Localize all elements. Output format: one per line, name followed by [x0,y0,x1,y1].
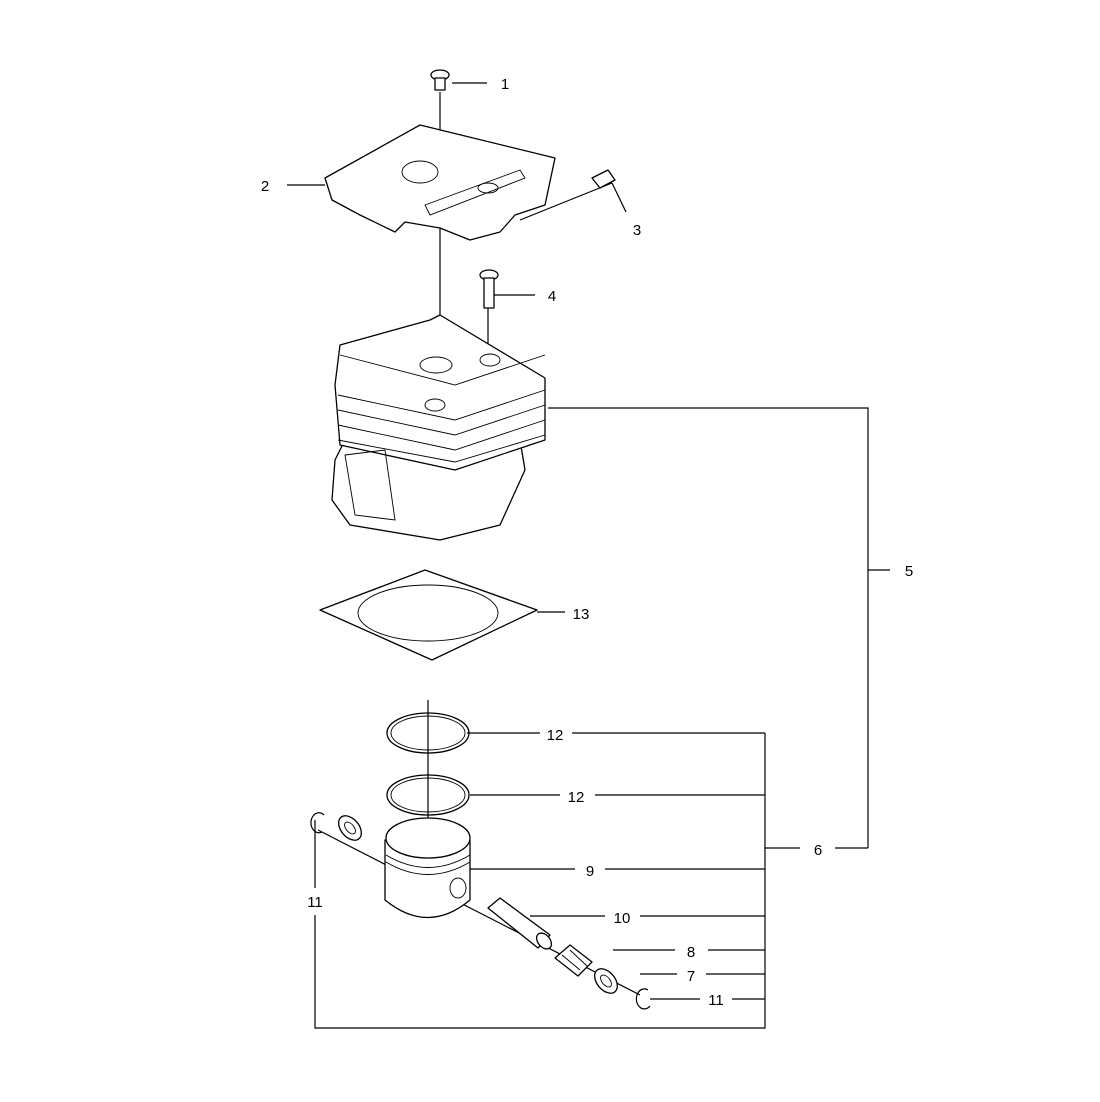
piston-pin-part-10 [487,897,553,950]
callout-10: 10 [614,910,631,927]
clip-part-3 [591,169,616,189]
callout-2: 2 [261,178,269,195]
callout-labels: 1 2 3 4 5 13 12 12 6 9 11 10 8 7 11 [261,76,913,1009]
callout-13: 13 [573,606,590,623]
plate-part-2 [324,124,556,241]
piston-part-9 [384,817,471,919]
circlip-part-11 [310,812,651,1010]
callout-5: 5 [905,563,913,580]
callout-9: 9 [586,863,594,880]
piston-ring-part-12b [386,774,470,816]
callout-12: 12 [568,789,585,806]
bolt-part-4 [479,269,499,309]
callout-7: 7 [687,968,695,985]
screw-part-1 [430,69,450,91]
leader-lines [287,82,890,1029]
callout-12: 12 [547,727,564,744]
callout-11: 11 [307,894,323,911]
callout-8: 8 [687,944,695,961]
callout-3: 3 [633,222,641,239]
callout-6: 6 [814,842,822,859]
washer-part-7 [594,968,618,994]
callout-4: 4 [548,288,556,305]
gasket-part-13 [319,569,538,661]
washer-part-7b [338,815,362,841]
needle-bearing-part-8 [554,944,593,977]
piston-ring-part-12 [386,712,470,754]
callout-11: 11 [708,992,724,1009]
callout-1: 1 [501,76,509,93]
cylinder-part-5 [331,314,546,541]
